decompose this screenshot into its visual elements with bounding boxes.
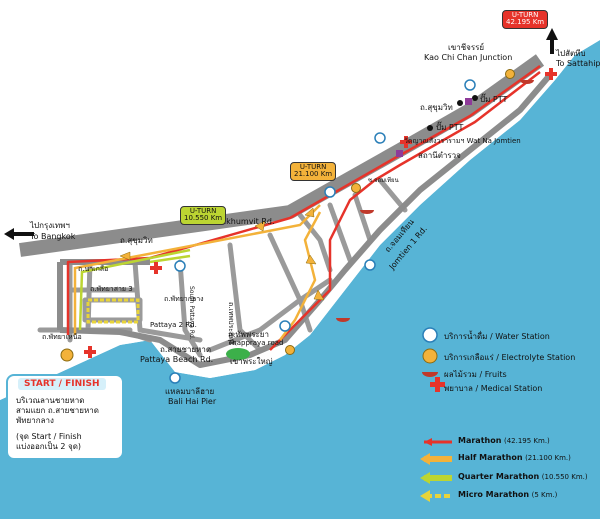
uturn-half-km: 21.100 Km	[294, 170, 333, 179]
uturn-quarter-km: 10.550 Km	[184, 214, 223, 223]
ptt-dot	[427, 125, 433, 131]
ptt-2: ปั๊ม PTT	[436, 123, 464, 132]
legend-marathon-distance: (42.195 Km.)	[503, 437, 550, 445]
bali-hai-th: แหลมบาลีฮาย	[165, 387, 215, 396]
uturn-quarter: U-TURN 10.550 Km	[180, 206, 227, 225]
sukhumvit-th-2: ถ.สุขุมวิท	[420, 103, 453, 112]
legend-marathon-label: Marathon	[458, 436, 502, 445]
start-line-1: บริเวณลานชายหาด	[16, 396, 85, 405]
wat-na-jomtien: วัดญาณสังวรารามฯ Wat Na Jomtien	[404, 137, 521, 145]
ptt-dot	[457, 100, 463, 106]
electrolyte-stations	[285, 69, 515, 364]
bali-hai-en: Bali Hai Pier	[168, 397, 217, 406]
to-bangkok-en: To Bangkok	[30, 232, 76, 241]
legend-electrolyte: บริการเกลือแร่ / Electrolyte Station	[444, 353, 576, 362]
legend-marathon: Marathon (42.195 Km.)	[458, 436, 550, 445]
start-finish-title: START / FINISH	[18, 378, 106, 390]
to-bangkok-arrow	[4, 228, 34, 240]
medical-markers	[84, 68, 557, 392]
to-bangkok-th: ไปกรุงเทพฯ	[30, 221, 70, 230]
marathon-route	[66, 64, 541, 351]
water-stations	[169, 79, 476, 384]
legend-half-distance: (21.100 Km.)	[525, 454, 571, 462]
legend-fruits: ผลไม้รวม / Fruits	[444, 370, 507, 379]
micro-marathon-route	[86, 298, 140, 324]
route-arrows	[119, 207, 325, 301]
kao-chi-chan-en: Kao Chi Chan Junction	[424, 53, 513, 62]
start-line-2: สามแยก ถ.สายชายหาด	[16, 406, 99, 415]
start-line-4: (จุด Start / Finish	[16, 432, 82, 441]
thappraya-th: ถ.ทัพพระยา	[228, 330, 269, 339]
beach-road-en: Pattaya Beach Rd.	[140, 355, 214, 364]
legend-fruit-icon	[422, 372, 438, 377]
start-line-5: แบ่งออกเป็น 2 จุด)	[16, 442, 82, 451]
police-station: สถานีตำรวจ	[418, 151, 461, 160]
thappraya-en: Thappraya road	[228, 339, 284, 347]
sukhumvit-th: ถ.สุขุมวิท	[120, 236, 153, 245]
uturn-half: U-TURN 21.100 Km	[290, 162, 337, 181]
quarter-marathon-route	[78, 248, 191, 331]
ptt-1: ปั๊ม PTT	[480, 95, 508, 104]
legend-micro: Micro Marathon (5 Km.)	[458, 490, 557, 499]
naklua-th: ถ.นาเกลือ	[78, 265, 109, 273]
pattaya2-en: Pattaya 2 Rd.	[150, 321, 197, 329]
start-line-3: พัทยากลาง	[16, 416, 54, 425]
legend-quarter-distance: (10.550 Km.)	[541, 473, 588, 481]
legend-micro-label: Micro Marathon	[458, 490, 530, 499]
pattaya3-th: ถ.พัทยาสาย 3	[90, 285, 133, 293]
north-pattaya-th: ถ.พัทยาเหนือ	[42, 333, 82, 341]
uturn-half-title: U-TURN	[299, 163, 327, 171]
khao-phra-park	[226, 348, 250, 360]
kao-chi-chan-th: เขาชีจรรย์	[448, 43, 485, 52]
start-finish-box: START / FINISH บริเวณลานชายหาด สามแยก ถ.…	[6, 374, 124, 460]
legend-half: Half Marathon (21.100 Km.)	[458, 453, 571, 462]
central-pattaya-th: ถ.พัทยากลาง	[164, 295, 204, 303]
sea	[0, 40, 600, 519]
fruit-markers	[336, 80, 534, 322]
beach-road-th: ถ.สายชายหาด	[160, 345, 212, 354]
poi-marker	[396, 150, 403, 157]
south-pattaya-en: South Pattaya Rd.	[188, 286, 195, 340]
start-badge	[60, 348, 74, 362]
to-sattahip-th: ไปสัตหีบ	[556, 49, 586, 58]
sukhumvit-en: Sukhumvit Rd.	[216, 217, 275, 226]
legend-medical: พยาบาล / Medical Station	[444, 384, 543, 393]
legend-quarter: Quarter Marathon (10.550 Km.)	[458, 472, 588, 481]
soi-jomtien: ซ.จอมเทียน	[368, 177, 399, 184]
thepprasit-th: ถ.เทพประสิทธิ์	[227, 302, 235, 346]
to-sattahip-arrow	[546, 28, 558, 54]
legend-route-lines	[420, 438, 452, 502]
legend-micro-distance: (5 Km.)	[531, 491, 558, 499]
poi-marker	[465, 98, 472, 105]
ptt-dot	[472, 95, 478, 101]
to-sattahip-en: To Sattahip	[556, 59, 600, 68]
uturn-full-title: U-TURN	[511, 11, 539, 19]
legend-quarter-label: Quarter Marathon	[458, 472, 540, 481]
uturn-full-km: 42.195 Km	[506, 18, 545, 27]
legend-half-label: Half Marathon	[458, 453, 523, 462]
legend-water: บริการน้ำดื่ม / Water Station	[444, 332, 550, 341]
uturn-quarter-title: U-TURN	[189, 207, 217, 215]
khao-phra-yai: เขาพระใหญ่	[230, 357, 273, 366]
uturn-full: U-TURN 42.195 Km	[502, 10, 549, 29]
